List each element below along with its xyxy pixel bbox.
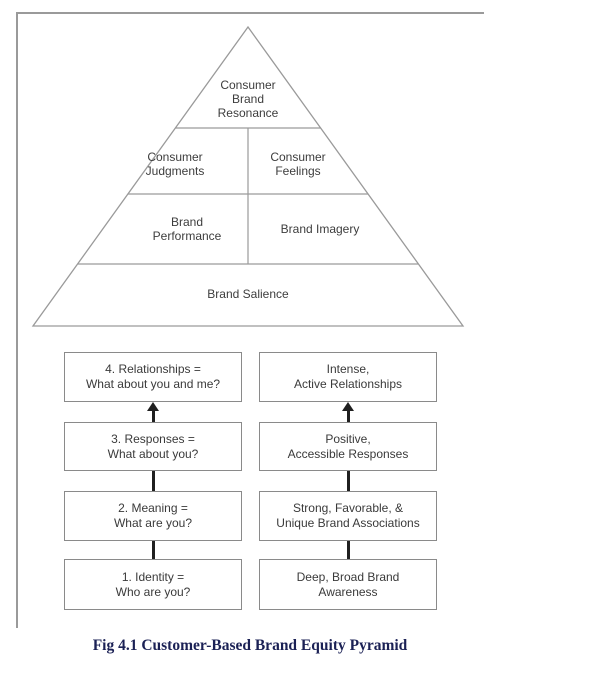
- connector-line: [346, 409, 350, 422]
- stage-box-identity: 1. Identity = Who are you?: [64, 559, 242, 610]
- objective-box-accessible-responses: Positive, Accessible Responses: [259, 422, 437, 471]
- pyramid-level-resonance: Consumer Brand Resonance: [217, 78, 279, 120]
- connector-line: [346, 541, 350, 559]
- pyramid-level-imagery: Brand Imagery: [280, 222, 360, 236]
- pyramid-level-judgments: Consumer Judgments: [145, 150, 205, 178]
- connector-line: [151, 541, 155, 559]
- pyramid-level-salience: Brand Salience: [207, 287, 289, 301]
- page-border-top: [16, 12, 484, 14]
- objective-box-intense-relationships: Intense, Active Relationships: [259, 352, 437, 402]
- stage-box-meaning: 2. Meaning = What are you?: [64, 491, 242, 541]
- up-arrow-icon: [342, 402, 354, 411]
- connector-line: [151, 409, 155, 422]
- objective-box-brand-awareness: Deep, Broad Brand Awareness: [259, 559, 437, 610]
- connector-line: [346, 471, 350, 491]
- connector-line: [151, 471, 155, 491]
- up-arrow-icon: [147, 402, 159, 411]
- stage-box-responses: 3. Responses = What about you?: [64, 422, 242, 471]
- pyramid-level-feelings: Consumer Feelings: [270, 150, 326, 178]
- pyramid-outline: [31, 25, 465, 327]
- pyramid-level-performance: Brand Performance: [152, 215, 222, 243]
- stage-box-relationships: 4. Relationships = What about you and me…: [64, 352, 242, 402]
- objective-box-brand-associations: Strong, Favorable, & Unique Brand Associ…: [259, 491, 437, 541]
- page-border-left: [16, 12, 18, 628]
- figure-caption: Fig 4.1 Customer-Based Brand Equity Pyra…: [92, 637, 408, 654]
